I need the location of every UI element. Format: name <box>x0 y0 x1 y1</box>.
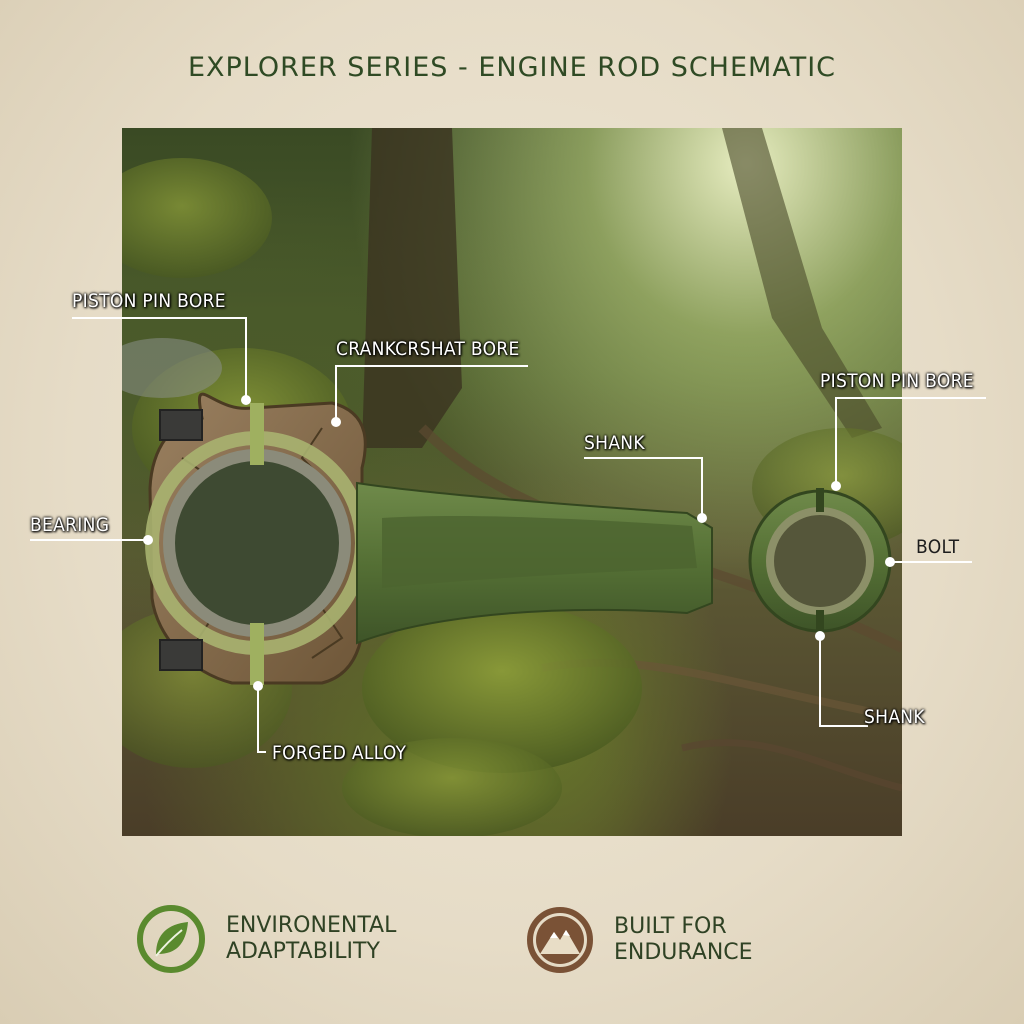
feature-line: ENDURANCE <box>614 940 753 965</box>
leaf-icon <box>137 905 205 973</box>
forest-photo-panel <box>122 128 902 836</box>
callout-crankshaft-bore: CRANKCRSHAT BORE <box>336 338 520 360</box>
callout-piston-pin-bore-left: PISTON PIN BORE <box>72 290 226 312</box>
feature-line: ENVIRONENTAL <box>226 913 397 938</box>
page-title: EXPLORER SERIES - ENGINE ROD SCHEMATIC <box>187 52 837 83</box>
callout-shank-bottom: SHANK <box>864 706 925 728</box>
callout-bolt: BOLT <box>916 536 960 558</box>
connecting-rod <box>145 392 892 685</box>
feature-built-for-endurance: BUILT FOR ENDURANCE <box>526 906 753 974</box>
callout-piston-pin-bore-right: PISTON PIN BORE <box>820 370 974 392</box>
feature-line: BUILT FOR <box>614 914 727 939</box>
callout-shank-top: SHANK <box>584 432 645 454</box>
forest-scene <box>122 128 902 836</box>
feature-environmental-adaptability: ENVIRONENTAL ADAPTABILITY <box>136 904 396 974</box>
feature-line: ADAPTABILITY <box>226 939 380 964</box>
mountain-icon <box>527 907 593 973</box>
callout-bearing: BEARING <box>30 514 110 536</box>
callout-forged-alloy: FORGED ALLOY <box>272 742 407 764</box>
